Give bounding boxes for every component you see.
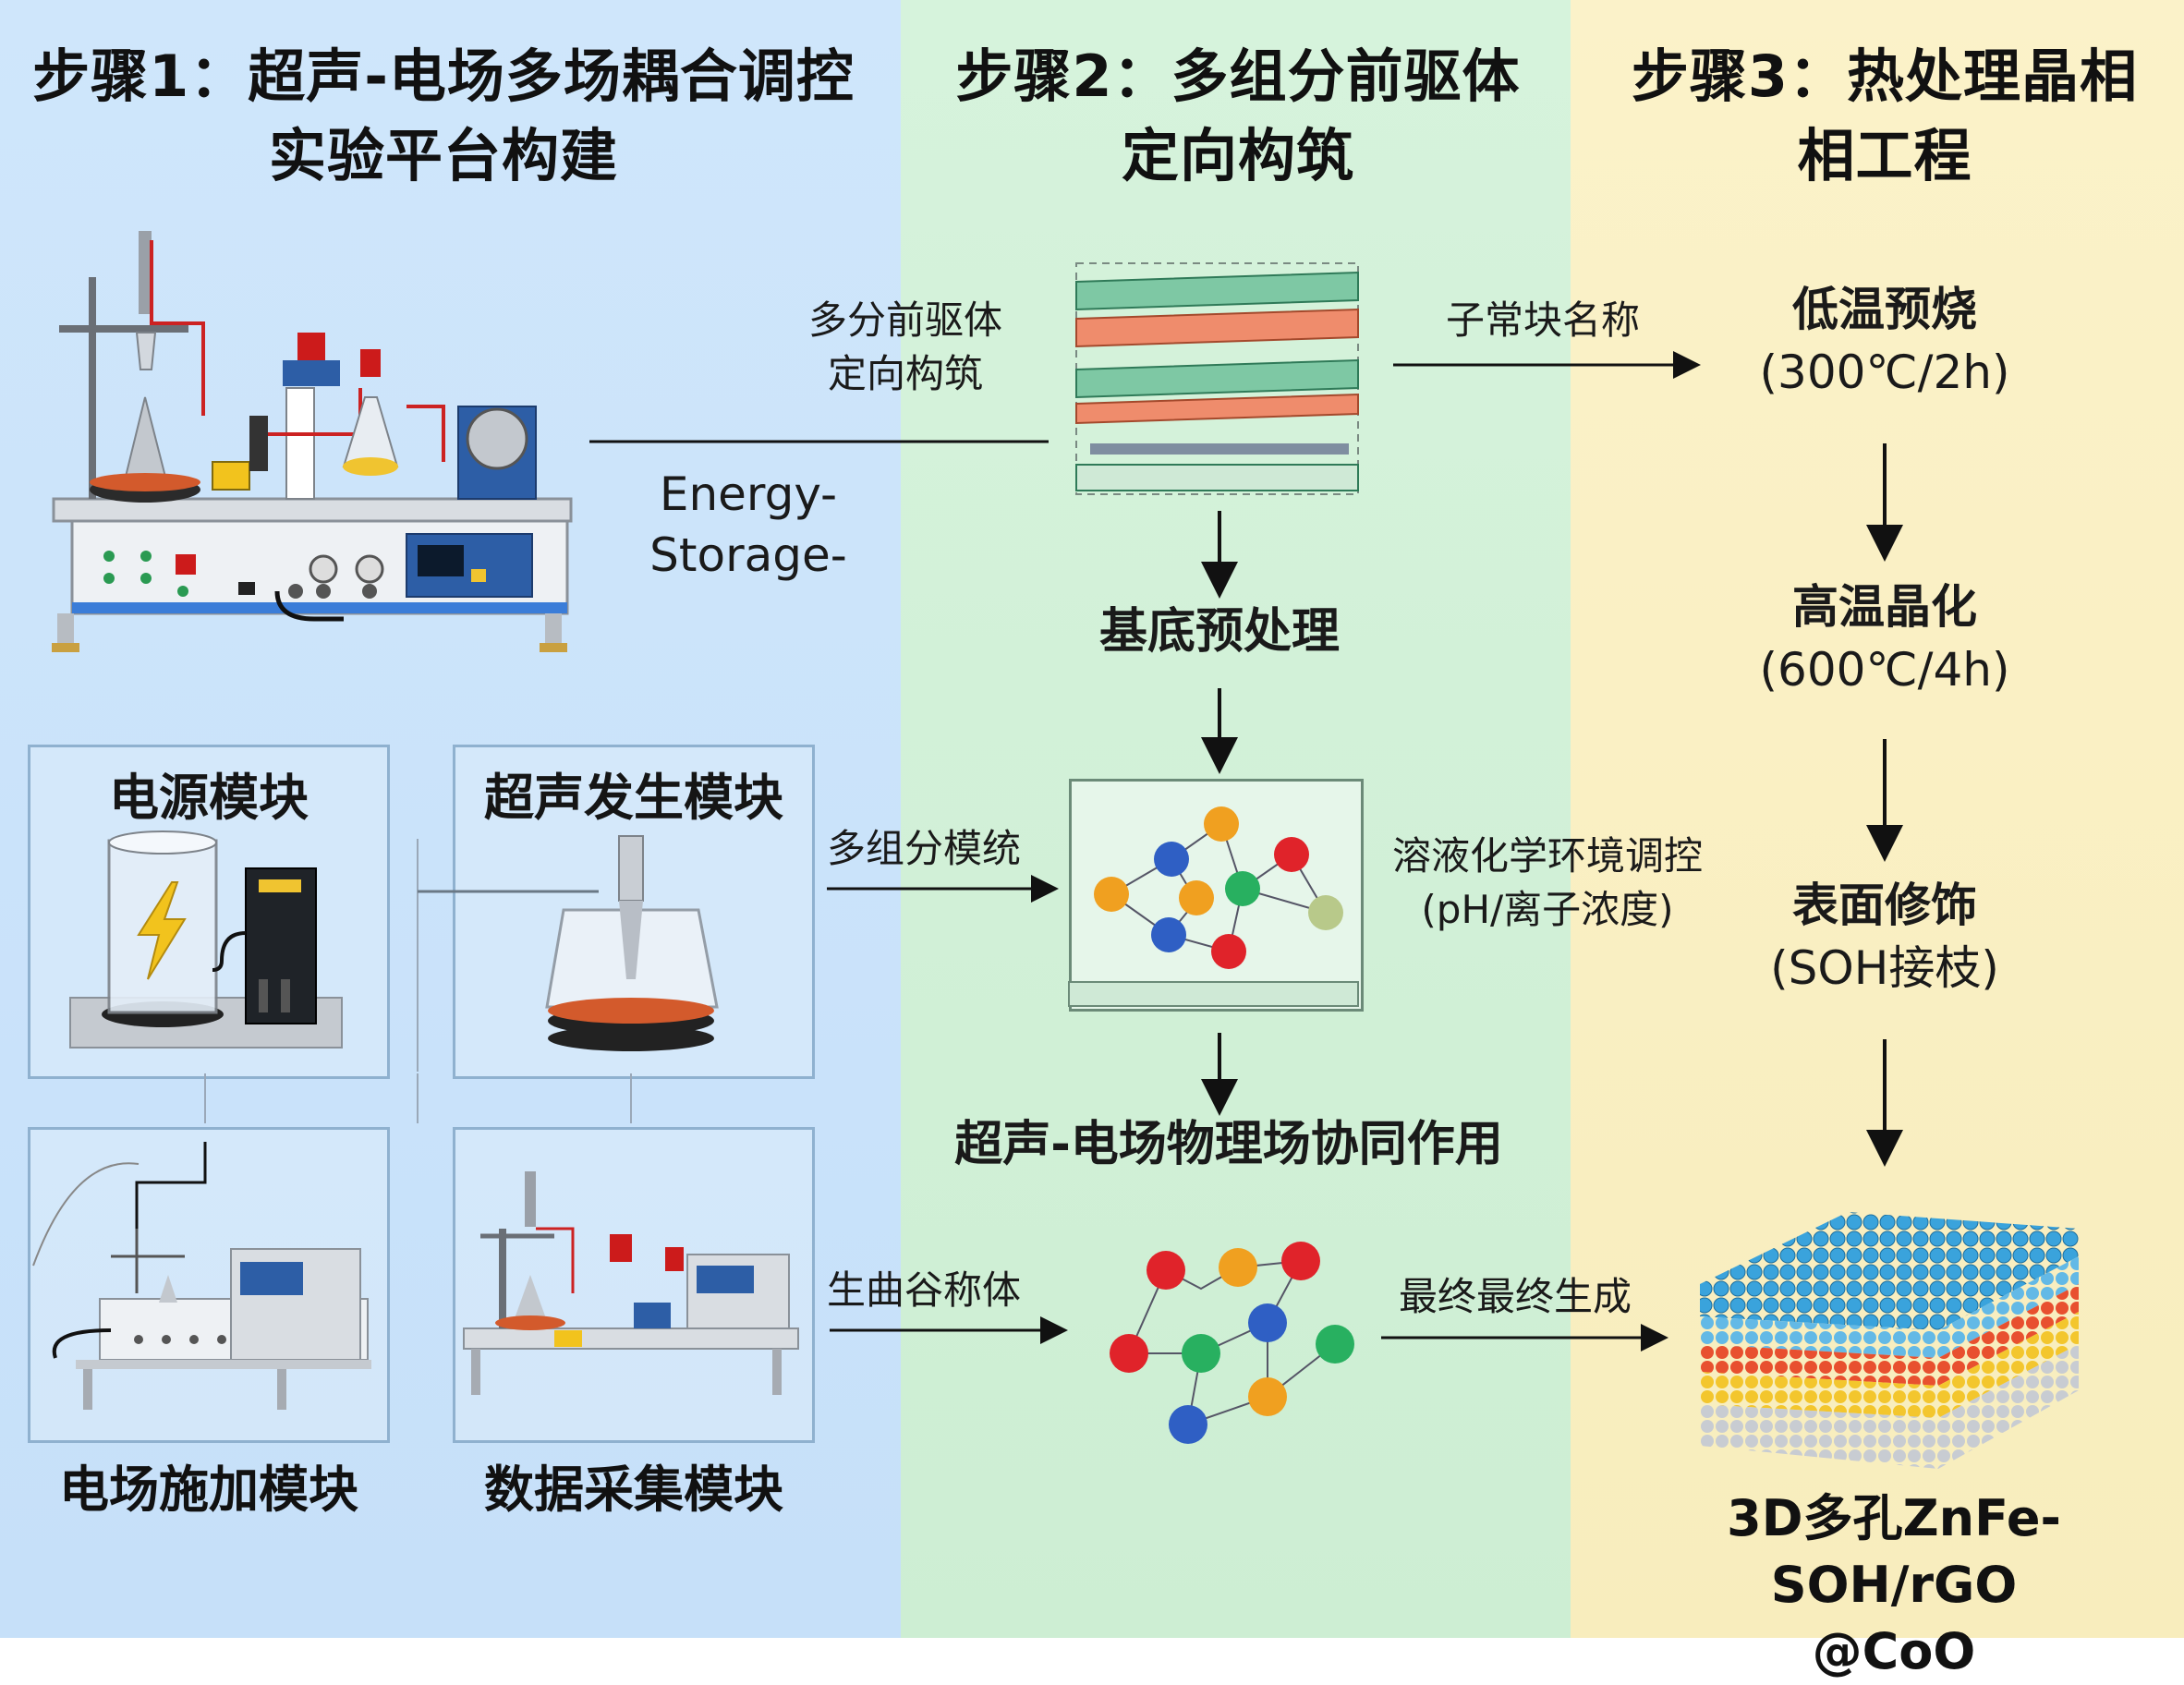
sub-body-label: 生曲谷称体 bbox=[826, 1267, 1021, 1313]
energy-storage-label: Energy- Storage- bbox=[610, 464, 887, 586]
step3-surface: 表面修饰 (SOH接枝) bbox=[1700, 873, 2069, 999]
precursor-label-line2: 定向构筑 bbox=[827, 351, 983, 396]
step3-title-line1: 步骤3：热处理晶相 bbox=[1631, 42, 2139, 110]
step3-crystallize: 高温晶化 (600℃/4h) bbox=[1700, 575, 2069, 700]
solution-env-line1: 溶液化学环境调控 bbox=[1391, 833, 1703, 879]
synergy-label: 超声-电场物理场协同作用 bbox=[954, 1117, 1503, 1172]
data-module-panel bbox=[453, 1127, 815, 1443]
energy-label-line1: Energy- bbox=[659, 467, 838, 521]
step3-title: 步骤3：热处理晶相 相工程 bbox=[1608, 37, 2162, 196]
final-generation-label: 最终最终生成 bbox=[1398, 1274, 1632, 1319]
step3-column bbox=[1571, 0, 2184, 1638]
preheat-name: 低温预烧 bbox=[1792, 283, 1977, 336]
power-module-title: 电源模块 bbox=[109, 769, 309, 827]
data-module-title: 数据采集模块 bbox=[484, 1461, 783, 1519]
step2-title-line2: 定向构筑 bbox=[1121, 122, 1354, 189]
ultrasonic-module-title: 超声发生模块 bbox=[484, 769, 783, 827]
product-label: 3D多孔ZnFe-SOH/rGO @CoO bbox=[1608, 1485, 2180, 1685]
power-module-panel: 电源模块 bbox=[28, 745, 390, 1079]
step1-title-line1: 步骤1：超声-电场多场耦合调控 bbox=[32, 42, 855, 110]
product-line2: @CoO bbox=[1812, 1622, 1976, 1680]
step2-title-line1: 步骤2：多组分前驱体 bbox=[955, 42, 1521, 110]
step3-title-line2: 相工程 bbox=[1797, 122, 1972, 189]
surface-condition: (SOH接枝) bbox=[1770, 941, 1999, 995]
field-module-panel bbox=[28, 1127, 390, 1443]
field-module-title: 电场施加模块 bbox=[59, 1461, 358, 1519]
ultrasonic-module-panel: 超声发生模块 bbox=[453, 745, 815, 1079]
crystallize-condition: (600℃/4h) bbox=[1759, 643, 2010, 697]
surface-name: 表面修饰 bbox=[1792, 879, 1977, 932]
preheat-condition: (300℃/2h) bbox=[1759, 345, 2010, 399]
multicomponent-label: 多组分模统 bbox=[826, 826, 1021, 871]
step2-title: 步骤2：多组分前驱体 定向构筑 bbox=[933, 37, 1543, 196]
energy-label-line2: Storage- bbox=[649, 528, 847, 582]
product-line1: 3D多孔ZnFe-SOH/rGO bbox=[1727, 1489, 2061, 1614]
crystallize-name: 高温晶化 bbox=[1792, 580, 1977, 634]
solution-env-label: 溶液化学环境调控 (pH/离子浓度) bbox=[1377, 830, 1718, 937]
module-name-label: 子常块名称 bbox=[1445, 297, 1640, 343]
precursor-label: 多分前驱体 定向构筑 bbox=[776, 294, 1035, 401]
step3-preheat: 低温预烧 (300℃/2h) bbox=[1700, 277, 2069, 403]
precursor-label-line1: 多分前驱体 bbox=[807, 297, 1002, 343]
molecule-box bbox=[1069, 779, 1364, 1012]
step1-title: 步骤1：超声-电场多场耦合调控 实验平台构建 bbox=[9, 37, 878, 196]
step1-title-line2: 实验平台构建 bbox=[268, 122, 618, 189]
solution-env-line2: (pH/离子浓度) bbox=[1421, 887, 1674, 932]
substrate-pretreatment-label: 基底预处理 bbox=[1098, 604, 1340, 660]
